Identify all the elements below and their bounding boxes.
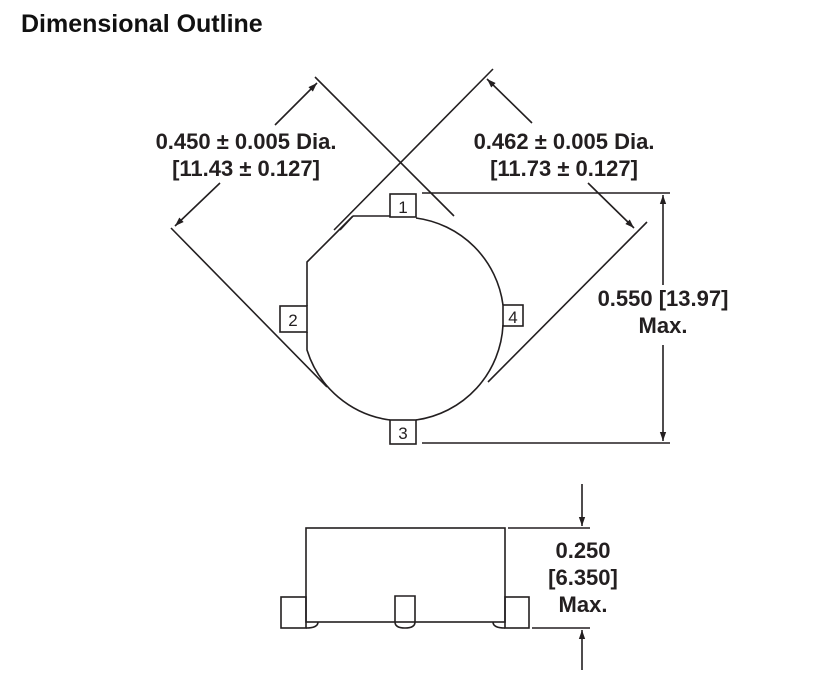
pin-2: 2 [279,305,308,333]
height-dimension [422,192,670,444]
left-diameter-extension-lines [170,76,455,388]
svg-text:4: 4 [508,308,517,327]
svg-text:3: 3 [398,424,407,443]
pin-1: 1 [389,193,417,218]
right-diameter-metric-label: [11.73 ± 0.127] [490,156,638,181]
svg-text:2: 2 [288,311,297,330]
side-height-max-label: Max. [559,592,608,617]
component-body-outline [306,215,504,421]
right-diameter-extension-lines [333,68,648,383]
side-height-metric-label: [6.350] [548,565,618,590]
left-diameter-metric-label: [11.43 ± 0.127] [172,156,320,181]
pin-3: 3 [389,419,417,445]
left-diameter-label: 0.450 ± 0.005 Dia. [156,129,337,154]
left-diameter-arrows [174,82,318,227]
right-diameter-label: 0.462 ± 0.005 Dia. [474,129,655,154]
side-pin-left [280,596,307,629]
svg-text:1: 1 [398,198,407,217]
height-max-label: Max. [639,313,688,338]
pin-4: 4 [502,304,524,327]
side-height-label: 0.250 [555,538,610,563]
side-height-dimension [508,484,590,670]
height-label: 0.550 [13.97] [598,286,729,311]
side-view [280,527,530,629]
right-diameter-arrows [486,78,635,229]
side-pin-right [504,596,530,629]
side-pin-center [394,595,416,629]
page-title: Dimensional Outline [21,10,263,38]
